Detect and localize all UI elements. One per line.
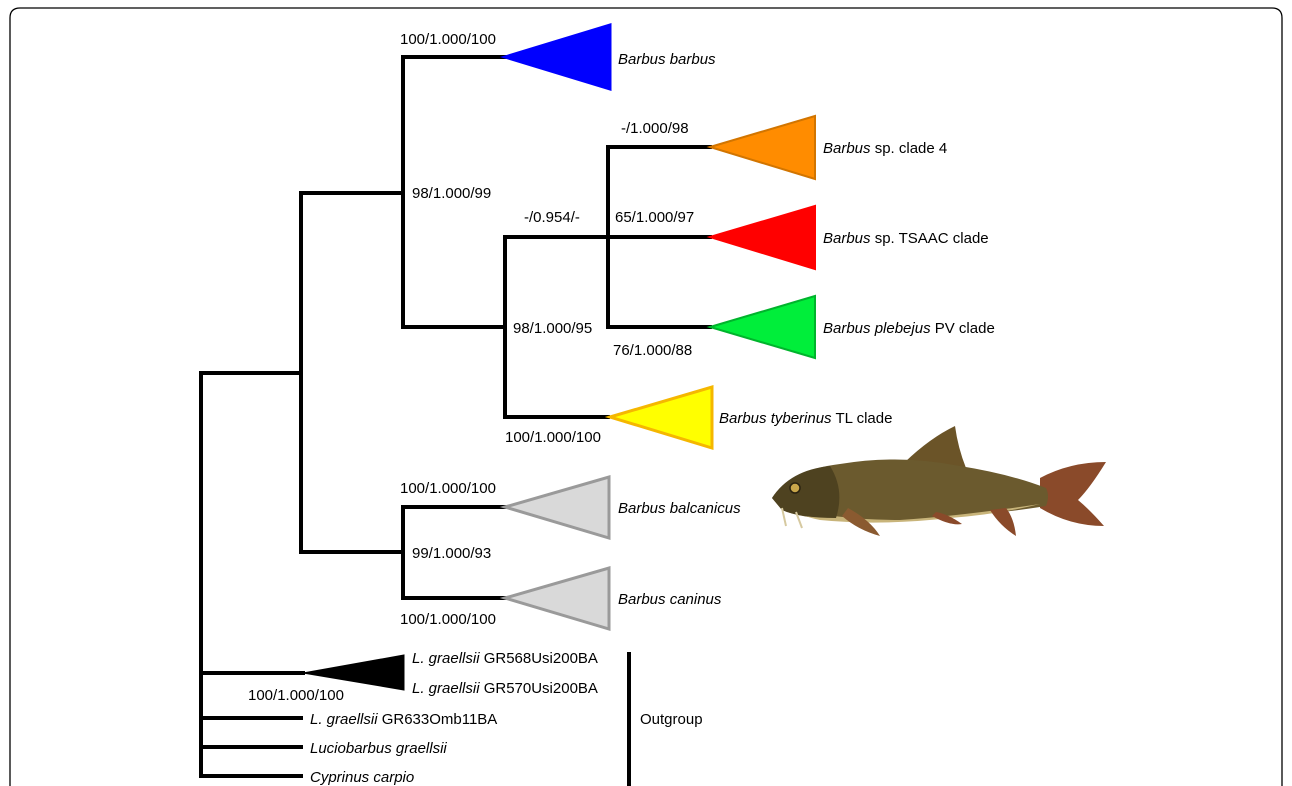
tip-label-clade4: Barbus sp. clade 4: [823, 140, 947, 157]
tip-label-gr570: L. graellsii GR570Usi200BA: [412, 680, 598, 697]
support-clade4: -/1.000/98: [621, 120, 689, 137]
support-inner-node: -/0.954/-: [524, 209, 580, 226]
clade-triangle-graellsii-pair: [303, 655, 404, 690]
barbel-fish-illustration: [772, 426, 1106, 536]
outgroup-label: Outgroup: [640, 711, 703, 728]
fish-eye: [790, 483, 800, 493]
tip-label-tsaac: Barbus sp. TSAAC clade: [823, 230, 989, 247]
support-italian-node: 98/1.000/95: [513, 320, 592, 337]
support-barbus-main: 98/1.000/99: [412, 185, 491, 202]
tip-label-gr633: L. graellsii GR633Omb11BA: [310, 711, 497, 728]
tip-label-caninus: Barbus caninus: [618, 591, 722, 608]
tip-label-tyberinus: Barbus tyberinus TL clade: [719, 410, 892, 427]
tip-label-plebejus: Barbus plebejus PV clade: [823, 320, 995, 337]
support-barbus-barbus: 100/1.000/100: [400, 31, 496, 48]
support-tsaac: 65/1.000/97: [615, 209, 694, 226]
support-balcanicus: 100/1.000/100: [400, 480, 496, 497]
support-caninus: 100/1.000/100: [400, 611, 496, 628]
tip-label-gr568: L. graellsii GR568Usi200BA: [412, 650, 598, 667]
support-graellsii-pair: 100/1.000/100: [248, 687, 344, 704]
clade-triangle-clade4: [710, 116, 815, 179]
tip-label-luciobarbus: Luciobarbus graellsii: [310, 740, 447, 757]
support-balc-can-node: 99/1.000/93: [412, 545, 491, 562]
clade-triangle-barbus-barbus: [505, 25, 610, 89]
tip-label-balcanicus: Barbus balcanicus: [618, 500, 741, 517]
clade-triangle-caninus: [505, 568, 609, 629]
support-plebejus: 76/1.000/88: [613, 342, 692, 359]
clade-triangle-tsaac: [710, 206, 815, 269]
support-tyberinus: 100/1.000/100: [505, 429, 601, 446]
clade-triangle-plebejus: [710, 296, 815, 358]
tip-label-cyprinus: Cyprinus carpio: [310, 769, 414, 786]
fish-tail: [1040, 462, 1106, 526]
fish-anal-fin: [990, 508, 1016, 536]
clade-triangle-tyberinus: [610, 387, 712, 448]
clade-triangle-balcanicus: [505, 477, 609, 538]
tip-label-barbus-barbus: Barbus barbus: [618, 51, 716, 68]
